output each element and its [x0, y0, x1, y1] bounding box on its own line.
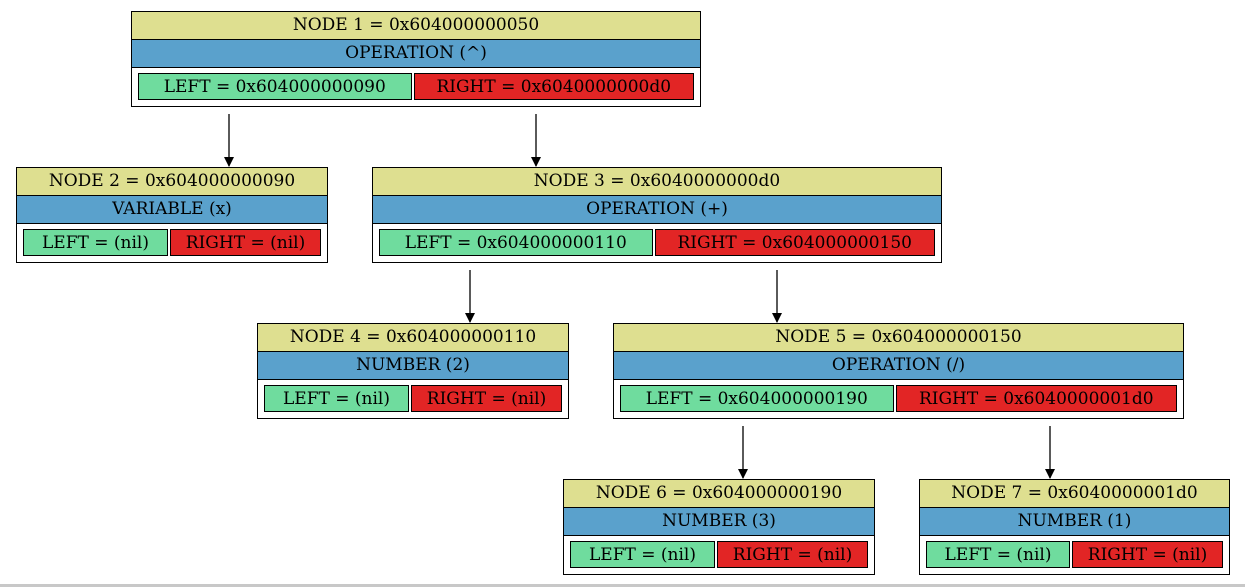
node-1: NODE 1 = 0x604000000050 OPERATION (^) LE…: [131, 11, 701, 107]
node-title: NODE 3 = 0x6040000000d0: [373, 168, 941, 196]
node-pointers: LEFT = 0x604000000110 RIGHT = 0x60400000…: [373, 224, 941, 262]
node-pointers: LEFT = (nil) RIGHT = (nil): [258, 380, 568, 418]
left-pointer: LEFT = (nil): [264, 385, 409, 412]
node-7: NODE 7 = 0x6040000001d0 NUMBER (1) LEFT …: [919, 479, 1230, 575]
left-pointer: LEFT = (nil): [23, 229, 168, 256]
left-pointer: LEFT = 0x604000000110: [379, 229, 653, 256]
left-pointer: LEFT = (nil): [926, 541, 1070, 568]
node-type: OPERATION (/): [614, 352, 1183, 380]
node-5: NODE 5 = 0x604000000150 OPERATION (/) LE…: [613, 323, 1184, 419]
node-pointers: LEFT = 0x604000000090 RIGHT = 0x60400000…: [132, 68, 700, 106]
right-pointer: RIGHT = (nil): [1072, 541, 1223, 568]
node-pointers: LEFT = 0x604000000190 RIGHT = 0x60400000…: [614, 380, 1183, 418]
left-pointer: LEFT = 0x604000000090: [138, 73, 412, 100]
left-pointer: LEFT = 0x604000000190: [620, 385, 894, 412]
right-pointer: RIGHT = 0x6040000000d0: [413, 73, 694, 100]
node-pointers: LEFT = (nil) RIGHT = (nil): [17, 224, 327, 262]
node-title: NODE 1 = 0x604000000050: [132, 12, 700, 40]
node-type: OPERATION (^): [132, 40, 700, 68]
bottom-divider: [0, 584, 1245, 587]
node-title: NODE 7 = 0x6040000001d0: [920, 480, 1229, 508]
node-title: NODE 2 = 0x604000000090: [17, 168, 327, 196]
right-pointer: RIGHT = (nil): [170, 229, 321, 256]
node-title: NODE 4 = 0x604000000110: [258, 324, 568, 352]
right-pointer: RIGHT = (nil): [411, 385, 562, 412]
node-pointers: LEFT = (nil) RIGHT = (nil): [564, 536, 874, 574]
node-title: NODE 5 = 0x604000000150: [614, 324, 1183, 352]
node-pointers: LEFT = (nil) RIGHT = (nil): [920, 536, 1229, 574]
right-pointer: RIGHT = (nil): [717, 541, 868, 568]
right-pointer: RIGHT = 0x6040000001d0: [895, 385, 1177, 412]
node-2: NODE 2 = 0x604000000090 VARIABLE (x) LEF…: [16, 167, 328, 263]
node-type: NUMBER (2): [258, 352, 568, 380]
node-3: NODE 3 = 0x6040000000d0 OPERATION (+) LE…: [372, 167, 942, 263]
left-pointer: LEFT = (nil): [570, 541, 715, 568]
node-type: NUMBER (1): [920, 508, 1229, 536]
node-4: NODE 4 = 0x604000000110 NUMBER (2) LEFT …: [257, 323, 569, 419]
node-6: NODE 6 = 0x604000000190 NUMBER (3) LEFT …: [563, 479, 875, 575]
node-type: OPERATION (+): [373, 196, 941, 224]
node-type: VARIABLE (x): [17, 196, 327, 224]
node-type: NUMBER (3): [564, 508, 874, 536]
right-pointer: RIGHT = 0x604000000150: [654, 229, 935, 256]
node-title: NODE 6 = 0x604000000190: [564, 480, 874, 508]
